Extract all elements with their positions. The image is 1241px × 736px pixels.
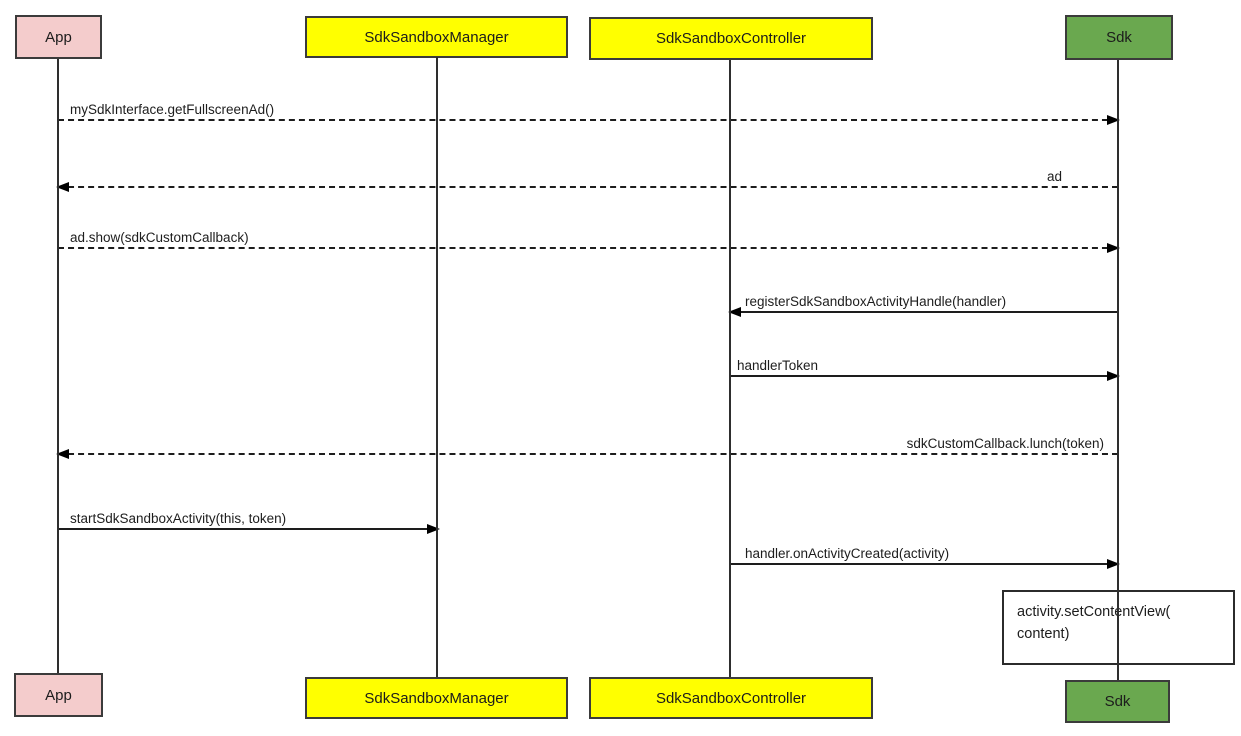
actor-controller-bottom: SdkSandboxController — [589, 677, 873, 719]
actor-label: App — [45, 28, 72, 46]
actor-label: SdkSandboxController — [655, 30, 807, 47]
message-line — [58, 453, 1118, 455]
message-line — [730, 311, 1118, 313]
actor-manager-bottom: SdkSandboxManager — [305, 677, 568, 719]
arrowhead-left-icon — [56, 449, 69, 459]
message-line — [58, 119, 1118, 121]
message-line — [58, 186, 1118, 188]
message-label: ad — [1046, 169, 1062, 184]
message-line — [58, 247, 1118, 249]
actor-label: App — [45, 686, 72, 704]
actor-manager-top: SdkSandboxManager — [305, 16, 568, 58]
message-line — [730, 375, 1118, 377]
message-label: handler.onActivityCreated(activity) — [745, 546, 950, 561]
lifeline-controller — [729, 60, 731, 677]
message-label: registerSdkSandboxActivityHandle(handler… — [745, 294, 1007, 309]
message-label: mySdkInterface.getFullscreenAd() — [70, 102, 275, 117]
message-label: sdkCustomCallback.lunch(token) — [906, 436, 1104, 451]
lifeline-app — [57, 59, 59, 673]
arrowhead-right-icon — [1107, 243, 1120, 253]
actor-controller-top: SdkSandboxController — [589, 17, 873, 60]
actor-label: Sdk — [1104, 693, 1131, 710]
actor-label: SdkSandboxManager — [364, 689, 509, 707]
arrowhead-right-icon — [1107, 559, 1120, 569]
message-line — [730, 563, 1118, 565]
arrowhead-right-icon — [1107, 115, 1120, 125]
actor-sdk-top: Sdk — [1065, 15, 1173, 60]
arrowhead-left-icon — [56, 182, 69, 192]
actor-app-top: App — [15, 15, 102, 59]
actor-app-bottom: App — [14, 673, 103, 717]
lifeline-manager — [436, 57, 438, 677]
actor-label: Sdk — [1106, 29, 1132, 46]
message-label: ad.show(sdkCustomCallback) — [70, 230, 249, 245]
actor-label: SdkSandboxManager — [364, 28, 509, 46]
lifeline-sdk — [1117, 60, 1119, 680]
message-label: handlerToken — [737, 358, 819, 373]
arrowhead-left-icon — [728, 307, 741, 317]
actor-sdk-bottom: Sdk — [1065, 680, 1170, 723]
message-label: startSdkSandboxActivity(this, token) — [70, 511, 287, 526]
actor-label: SdkSandboxController — [655, 689, 807, 707]
arrowhead-right-icon — [427, 524, 440, 534]
arrowhead-right-icon — [1107, 371, 1120, 381]
message-line — [58, 528, 438, 530]
